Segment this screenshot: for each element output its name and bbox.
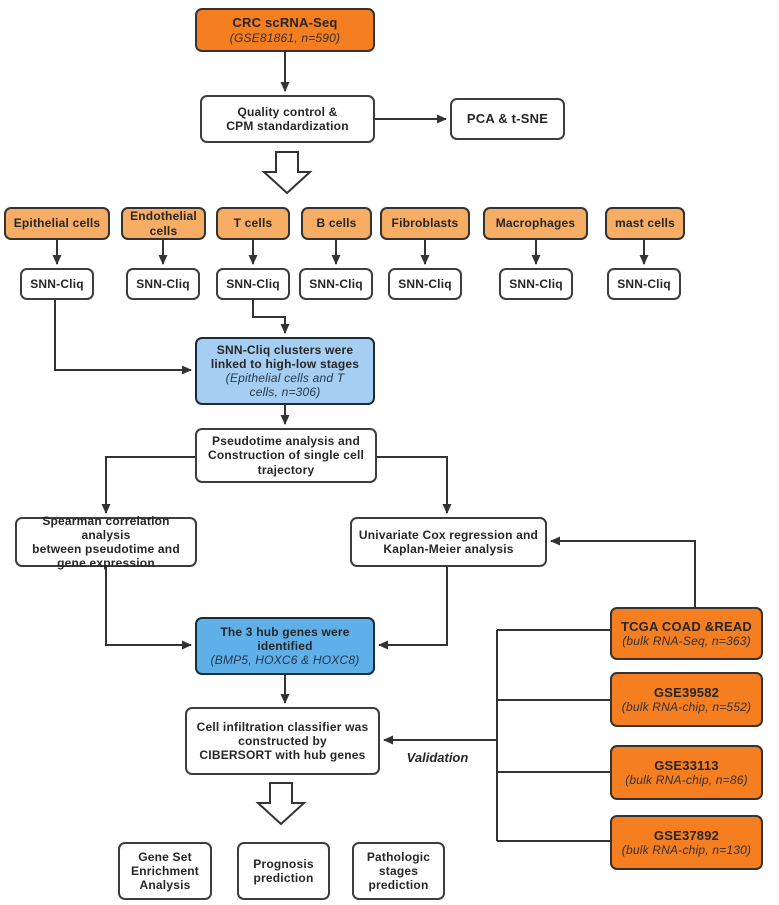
snn-cliq-node: SNN-Cliq [607,268,681,300]
node-line: Fibroblasts [391,216,459,231]
node-subtitle: (bulk RNA-chip, n=552) [621,700,752,715]
node-line: stages [378,863,419,878]
gsea-node: Gene Set Enrichment Analysis [118,842,212,900]
dataset-tcga-node: TCGA COAD &READ (bulk RNA-Seq, n=363) [610,607,763,660]
node-line: Quality control & [237,104,338,119]
node-line: prediction [253,871,314,885]
node-line: identified [257,638,313,653]
arrow-tcga-to-cox [550,536,696,607]
node-line: SNN-Cliq [30,276,84,291]
dataset-gse33113-node: GSE33113 (bulk RNA-chip, n=86) [610,745,763,800]
celltype-bcells-node: B cells [301,207,372,240]
spearman-correlation-node: Spearman correlation analysis between ps… [15,513,197,571]
node-line: SNN-Cliq [398,276,452,291]
node-line: Analysis [139,878,191,893]
node-line: Macrophages [495,216,576,231]
node-line: SNN-Cliq clusters were [216,342,354,357]
node-line: Epithelial cells [13,216,101,231]
quality-control-node: Quality control & CPM standardization [200,95,375,143]
node-subtitle: (bulk RNA-Seq, n=363) [622,634,751,649]
node-title: CRC scRNA-Seq [232,15,338,31]
celltype-macrophages-node: Macrophages [483,207,588,240]
cibersort-classifier-node: Cell infiltration classifier was constru… [185,707,380,775]
dataset-gse37892-node: GSE37892 (bulk RNA-chip, n=130) [610,815,763,870]
celltype-tcells-node: T cells [216,207,290,240]
node-line: SNN-Cliq [136,276,190,291]
node-line: B cells [316,216,357,231]
celltype-epithelial-node: Epithelial cells [4,207,110,240]
node-line: prediction [368,878,429,893]
arrow-spearman-to-hubgenes [105,567,192,650]
node-line: The 3 hub genes were [220,624,350,639]
node-line: linked to high-low stages [210,356,360,371]
node-line: PCA & t-SNE [466,111,549,127]
node-line: Endothelial cells [130,209,197,238]
crc-scrna-seq-node: CRC scRNA-Seq (GSE81861, n=590) [195,8,375,52]
node-line: Enrichment [130,863,199,878]
snn-cliq-node: SNN-Cliq [299,268,373,300]
snn-cliq-node: SNN-Cliq [216,268,290,300]
snn-cliq-node: SNN-Cliq [20,268,94,300]
node-line: Spearman correlation analysis [42,513,170,542]
node-line: Pseudotime analysis and [212,434,360,449]
node-subtitle: cells, n=306) [249,385,321,400]
node-subtitle: (GSE81861, n=590) [229,30,341,45]
node-line: Construction of single cell [207,448,365,463]
node-title: GSE37892 [653,827,720,843]
node-line: SNN-Cliq [509,276,563,291]
snn-cliq-node: SNN-Cliq [499,268,573,300]
node-line: Cell infiltration classifier was [196,719,369,734]
node-subtitle: (bulk RNA-chip, n=86) [625,773,748,788]
dataset-gse39582-node: GSE39582 (bulk RNA-chip, n=552) [610,672,763,727]
arrow-tcell-snn-to-cluster [252,300,290,334]
node-subtitle: (Epithelial cells and T [225,371,345,385]
validation-label: Validation [406,750,469,765]
pca-tsne-node: PCA & t-SNE [450,98,565,140]
pseudotime-analysis-node: Pseudotime analysis and Construction of … [195,428,377,483]
node-line: Pathologic [366,849,431,864]
block-arrow-down-icon [255,782,307,826]
node-line: Prognosis [253,856,314,871]
node-line: constructed by [238,733,327,748]
arrow-pseudotime-to-spearman [101,456,195,514]
node-line: trajectory [257,462,315,477]
node-title: GSE39582 [653,684,720,700]
arrow-epithelial-snn-to-cluster [54,300,192,375]
node-line: Gene Set [138,849,192,864]
node-title: GSE33113 [654,757,719,773]
node-subtitle: (bulk RNA-chip, n=130) [621,843,752,858]
snn-cliq-node: SNN-Cliq [388,268,462,300]
node-line: CPM standardization [226,119,349,133]
node-line: mast cells [614,216,676,231]
celltype-fibroblasts-node: Fibroblasts [380,207,470,240]
node-line: SNN-Cliq [617,276,671,291]
node-line: gene expression [57,556,155,571]
node-line: Kaplan-Meier analysis [383,542,514,556]
arrow-pseudotime-to-cox [377,456,452,514]
prognosis-prediction-node: Prognosis prediction [237,842,330,900]
hub-genes-node: The 3 hub genes were identified (BMP5, H… [195,617,375,675]
celltype-endothelial-node: Endothelial cells [121,207,206,240]
node-line: between pseudotime and [32,542,180,556]
snn-clusters-stages-node: SNN-Cliq clusters were linked to high-lo… [195,337,375,405]
pathologic-stages-node: Pathologic stages prediction [352,842,445,900]
node-subtitle: (BMP5, HOXC6 & HOXC8) [210,653,360,668]
cox-regression-node: Univariate Cox regression and Kaplan-Mei… [350,517,547,567]
node-line: T cells [233,216,273,231]
node-line: Univariate Cox regression and [358,527,539,542]
node-title: TCGA COAD &READ [620,618,753,634]
node-line: SNN-Cliq [226,276,280,291]
celltype-mastcells-node: mast cells [605,207,685,240]
node-line: SNN-Cliq [309,276,363,291]
arrow-cox-to-hubgenes [378,567,448,650]
snn-cliq-node: SNN-Cliq [126,268,200,300]
node-line: CIBERSORT with hub genes [199,748,366,763]
block-arrow-down-icon [261,151,313,195]
